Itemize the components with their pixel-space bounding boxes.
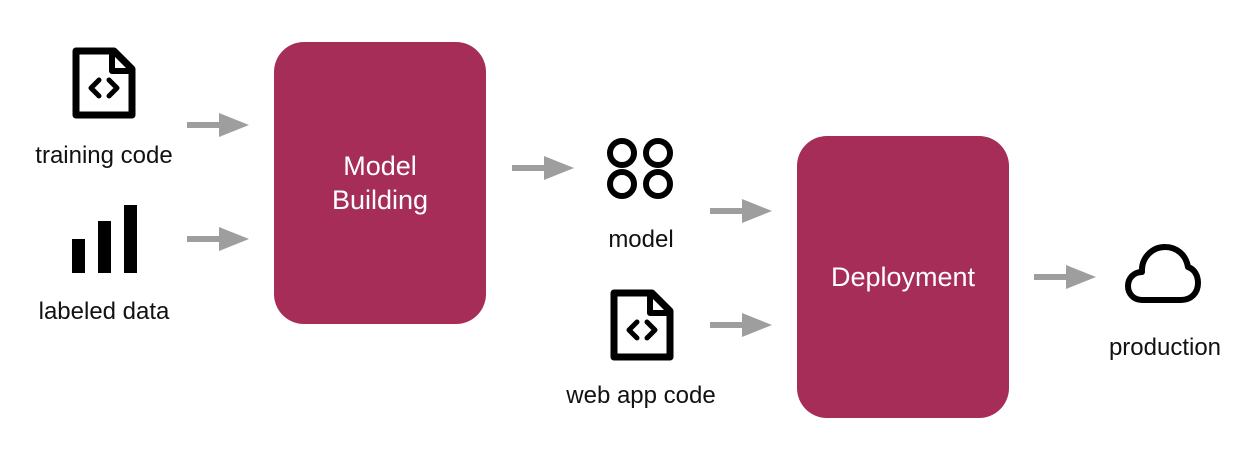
bar-chart-icon [72, 205, 137, 273]
labeled-data-label: labeled data [38, 298, 170, 325]
code-file-icon [610, 289, 674, 361]
four-circles-icon [607, 138, 673, 199]
model-building-label: Model Building [331, 151, 429, 215]
arrow-deployment-to-production [1034, 265, 1096, 289]
arrow-webapp-to-deployment [710, 313, 772, 337]
web-app-code-label: web app code [566, 382, 716, 409]
deployment-label: Deployment [830, 262, 976, 292]
arrow-training-to-building [187, 113, 249, 137]
model-label: model [608, 226, 674, 253]
arrow-building-to-model [512, 156, 574, 180]
arrow-data-to-building [187, 227, 249, 251]
model-building-stage: Model Building [274, 42, 486, 324]
cloud-icon [1125, 244, 1201, 303]
code-file-icon [72, 47, 136, 119]
deployment-stage: Deployment [797, 136, 1009, 418]
production-label: production [1108, 334, 1222, 361]
arrow-model-to-deployment [710, 199, 772, 223]
training-code-label: training code [35, 142, 173, 169]
